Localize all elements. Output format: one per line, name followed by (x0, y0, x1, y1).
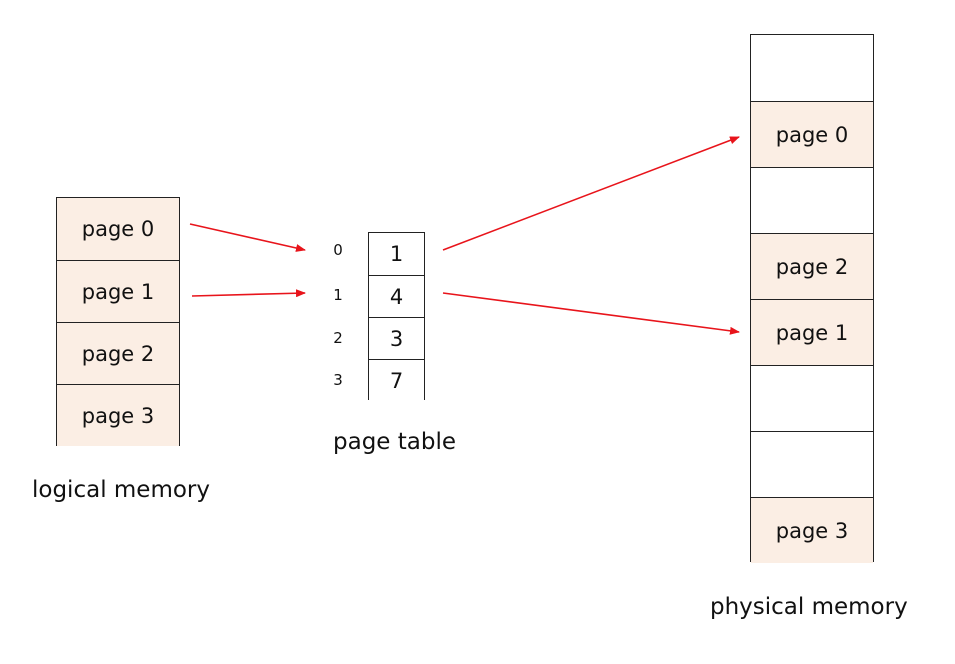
physical-frame-0 (751, 35, 873, 101)
logical-page-1: page 1 (57, 260, 179, 322)
physical-frame-2 (751, 167, 873, 233)
arrow-page0-to-table (189, 223, 306, 252)
arrow-table-to-frame1 (442, 136, 740, 251)
page-table-index-0: 0 (333, 241, 343, 259)
physical-frame-3: page 2 (751, 233, 873, 299)
page-table-entry-0: 1 (369, 233, 424, 275)
logical-memory-label: logical memory (32, 477, 210, 503)
physical-frame-4: page 1 (751, 299, 873, 365)
page-table-index-1: 1 (333, 286, 343, 304)
arrow-page1-to-table (191, 289, 306, 298)
physical-memory-label: physical memory (710, 594, 908, 620)
physical-frame-7: page 3 (751, 497, 873, 563)
physical-frame-1: page 0 (751, 101, 873, 167)
logical-page-2: page 2 (57, 322, 179, 384)
page-table-entry-2: 3 (369, 317, 424, 359)
page-table-index-2: 2 (333, 329, 343, 347)
physical-frame-5 (751, 365, 873, 431)
logical-page-0: page 0 (57, 198, 179, 260)
page-table-block: 1 4 3 7 (368, 232, 425, 401)
logical-memory-block: page 0 page 1 page 2 page 3 (56, 197, 180, 446)
logical-page-3: page 3 (57, 384, 179, 446)
page-table-index-3: 3 (333, 371, 343, 389)
page-table-entry-3: 7 (369, 359, 424, 401)
arrow-table-to-frame4 (442, 292, 740, 335)
physical-frame-6 (751, 431, 873, 497)
physical-memory-block: page 0 page 2 page 1 page 3 (750, 34, 874, 563)
page-table-label: page table (333, 429, 457, 455)
page-table-entry-1: 4 (369, 275, 424, 317)
